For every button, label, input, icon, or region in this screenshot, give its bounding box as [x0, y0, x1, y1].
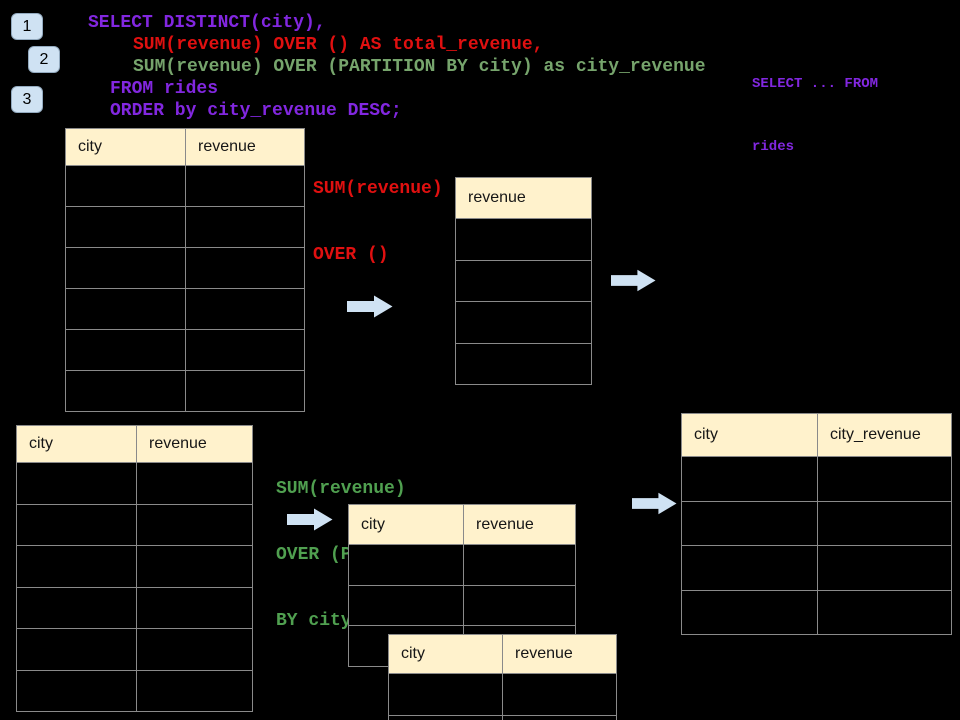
- table-row: [455, 342, 592, 385]
- step-badge-2-label: 2: [39, 50, 49, 68]
- step-badge-3: 3: [11, 86, 43, 113]
- table-partition-b-header-revenue: revenue: [502, 634, 617, 674]
- table-row: [348, 544, 576, 586]
- step-badge-1-label: 1: [22, 17, 32, 35]
- table-source-bottom-header-revenue: revenue: [136, 425, 253, 463]
- table-partition-a-header-revenue: revenue: [463, 504, 576, 545]
- table-row: [455, 259, 592, 302]
- sql-code-line-4: FROM rides: [110, 79, 219, 99]
- side-note-line-2: rides: [752, 139, 795, 155]
- table-row: [681, 545, 952, 591]
- arrow-right-icon-4: [632, 492, 677, 515]
- step-badge-1: 1: [11, 13, 43, 40]
- arrow-right-icon-2: [611, 269, 656, 292]
- table-row: [348, 584, 576, 626]
- side-note: SELECT ... FROM rides: [752, 32, 878, 200]
- arrow-right-icon-1: [347, 295, 393, 318]
- table-row: [16, 503, 253, 546]
- table-row: [65, 247, 305, 289]
- table-city-revenue-header-city: city: [681, 413, 818, 457]
- table-row: [16, 669, 253, 712]
- arrow-right-icon-3: [287, 508, 333, 531]
- table-partition-b: city revenue: [388, 634, 617, 720]
- table-row: [681, 589, 952, 635]
- step-badge-3-label: 3: [22, 90, 32, 108]
- table-row: [65, 206, 305, 248]
- table-source-top: city revenue: [65, 128, 305, 412]
- table-partition-b-header-city: city: [388, 634, 503, 674]
- table-row: [455, 218, 592, 261]
- table-row: [16, 586, 253, 629]
- table-row: [681, 456, 952, 502]
- table-row: [681, 500, 952, 546]
- table-source-bottom-header-city: city: [16, 425, 137, 463]
- step-badge-2: 2: [28, 46, 60, 73]
- table-source-top-header-city: city: [65, 128, 186, 166]
- partition-annotation-line-1: SUM(revenue): [276, 479, 406, 499]
- table-row: [65, 370, 305, 412]
- total-revenue-annotation-line-1: SUM(revenue): [313, 179, 443, 199]
- table-source-top-header-revenue: revenue: [185, 128, 305, 166]
- table-row: [388, 715, 617, 720]
- total-revenue-annotation: SUM(revenue) OVER (): [313, 134, 443, 310]
- table-row: [388, 673, 617, 716]
- table-city-revenue: city city_revenue: [681, 413, 952, 635]
- table-total-revenue-header: revenue: [455, 177, 592, 219]
- table-row: [16, 628, 253, 671]
- sql-code-line-2: SUM(revenue) OVER () AS total_revenue,: [133, 35, 544, 55]
- table-source-bottom: city revenue: [16, 425, 253, 712]
- side-note-line-1: SELECT ... FROM: [752, 76, 879, 92]
- table-row: [16, 545, 253, 588]
- table-row: [65, 329, 305, 371]
- table-row: [455, 301, 592, 344]
- table-row: [65, 288, 305, 330]
- table-total-revenue: revenue: [455, 177, 592, 385]
- sql-code-line-5: ORDER by city_revenue DESC;: [110, 101, 402, 121]
- sql-code-line-3: SUM(revenue) OVER (PARTITION BY city) as…: [133, 57, 706, 77]
- total-revenue-annotation-line-2: OVER (): [313, 245, 389, 265]
- sql-code-line-1: SELECT DISTINCT(city),: [88, 13, 326, 33]
- table-row: [16, 462, 253, 505]
- table-city-revenue-header-city-revenue: city_revenue: [817, 413, 952, 457]
- table-row: [65, 165, 305, 207]
- table-partition-a-header-city: city: [348, 504, 464, 545]
